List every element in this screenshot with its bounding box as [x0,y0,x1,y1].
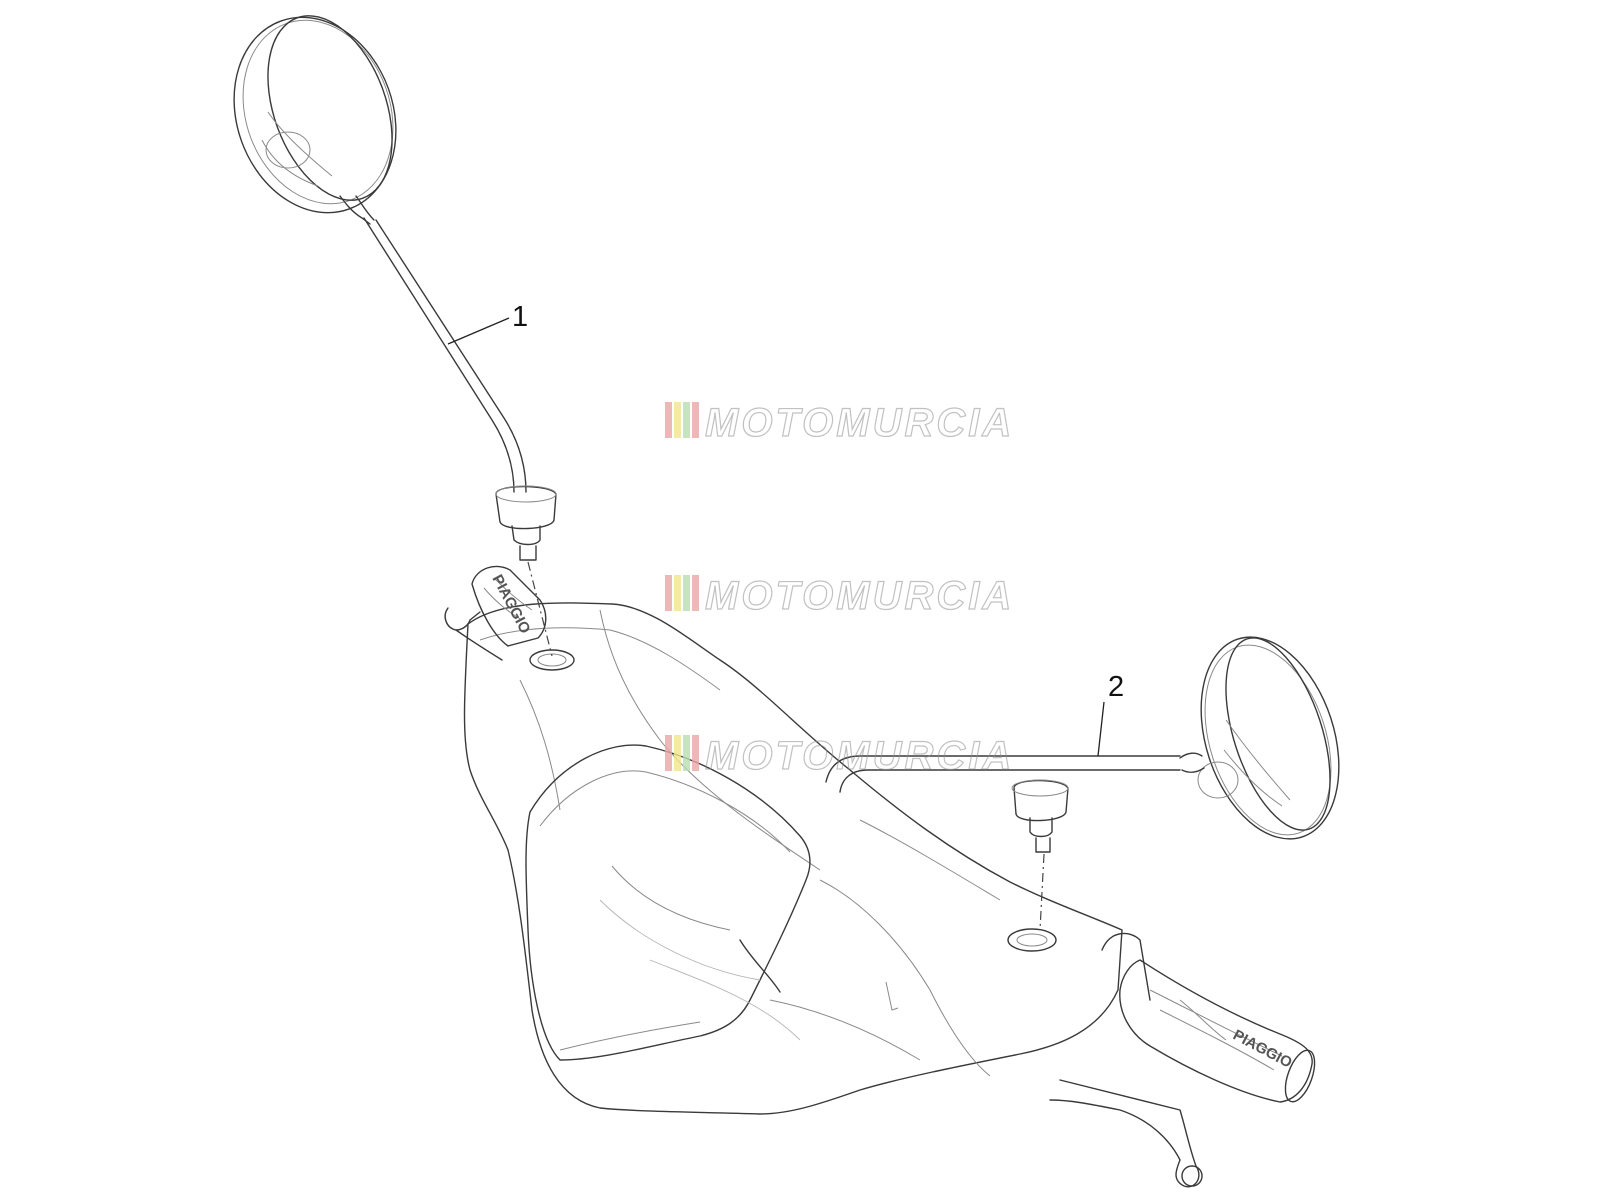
watermark-1-stripe-2 [683,402,690,438]
watermark-3-stripe-1 [674,735,681,771]
watermark-2-stripe-2 [683,575,690,611]
watermark-2-stripe-3 [692,575,699,611]
callout-1: 1 [447,301,528,345]
watermark-1-text: MOTOMURCIA [705,401,1014,445]
watermark-1-stripe-3 [692,402,699,438]
callout-2-label: 2 [1108,671,1124,703]
watermark-3-stripe-2 [683,735,690,771]
watermark-3-text: MOTOMURCIA [705,734,1014,778]
callout-1-label: 1 [512,301,528,333]
handlebar-cover [463,602,1123,1115]
watermark-3-stripe-0 [665,735,672,771]
callout-2: 2 [1097,671,1124,757]
watermark-3-stripe-3 [692,735,699,771]
right-grip: PIAGGIO [1049,932,1316,1188]
watermark-2-stripe-0 [665,575,672,611]
watermark-1-stripe-1 [674,402,681,438]
watermark-2-stripe-1 [674,575,681,611]
mirror-2 [825,636,1340,931]
right-grip-brand: PIAGGIO [1230,1027,1295,1072]
mirror-1 [233,15,557,657]
watermark-1: MOTOMURCIA [665,400,1014,446]
watermark-2: MOTOMURCIA [665,573,1014,619]
watermark-1-stripe-0 [665,402,672,438]
watermark-2-text: MOTOMURCIA [705,574,1014,618]
watermark-3: MOTOMURCIA [665,733,1014,779]
left-grip: PIAGGIO [444,565,547,661]
